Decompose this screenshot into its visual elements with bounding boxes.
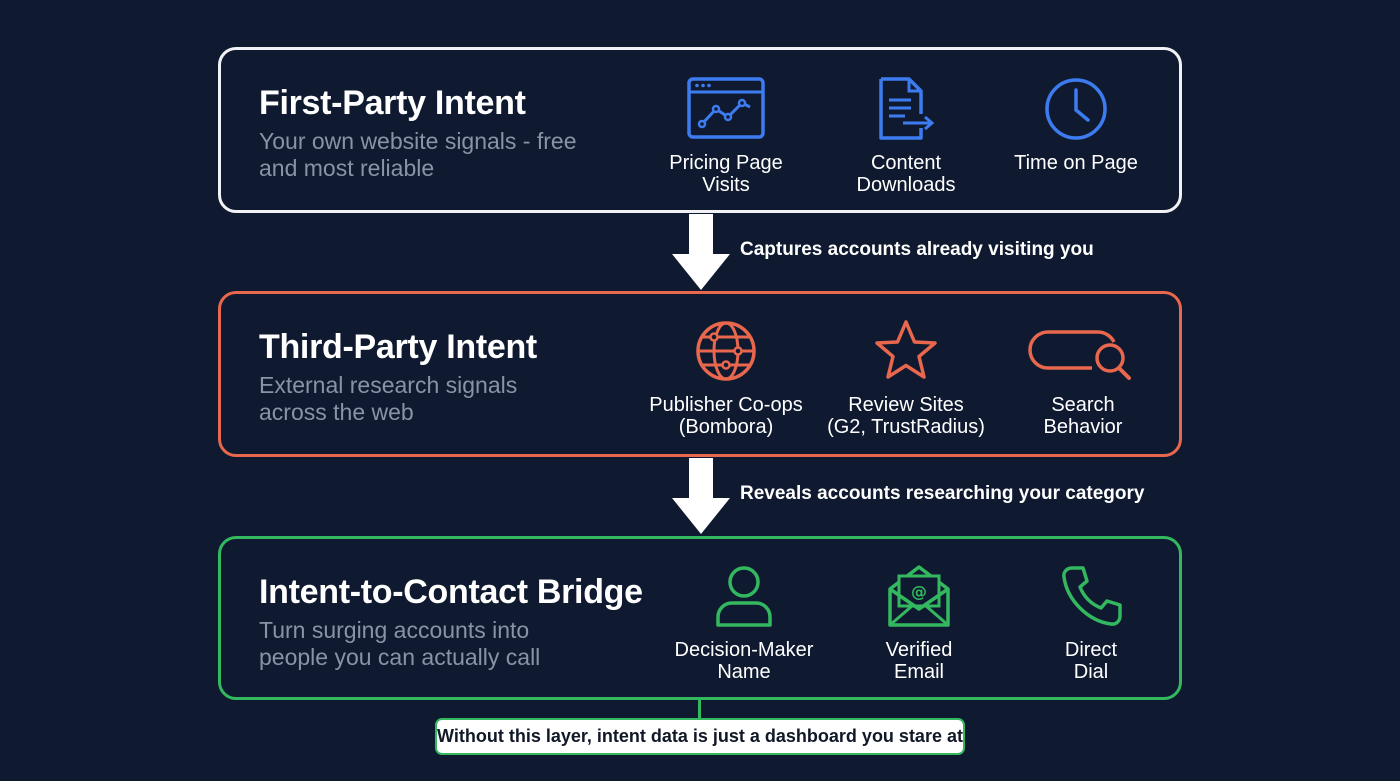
signal-item-content-downloads: Content Downloads bbox=[811, 76, 1001, 196]
signal-label-line2: Downloads bbox=[856, 174, 956, 196]
signal-item-time-on-page: Time on Page bbox=[981, 76, 1171, 174]
card-title: First-Party Intent bbox=[259, 84, 526, 122]
card-subtitle: Turn surging accounts into people you ca… bbox=[259, 617, 541, 670]
document-export-icon bbox=[811, 76, 1001, 146]
signal-label-line2: Name bbox=[717, 661, 771, 683]
clock-icon bbox=[981, 76, 1171, 146]
star-icon bbox=[811, 318, 1001, 388]
signal-item-search-behavior: Search Behavior bbox=[988, 318, 1178, 438]
signal-label-line1: Review Sites bbox=[848, 394, 964, 416]
signal-item-direct-dial: Direct Dial bbox=[996, 563, 1186, 683]
signal-label-line1: Pricing Page bbox=[669, 152, 783, 174]
connector-label: Reveals accounts researching your catego… bbox=[740, 483, 1145, 504]
signal-item-pricing-page-visits: Pricing Page Visits bbox=[631, 76, 821, 196]
down-arrow-icon bbox=[672, 458, 730, 534]
third-party-intent-card: Third-Party Intent External research sig… bbox=[218, 291, 1182, 457]
down-arrow-icon bbox=[672, 214, 730, 290]
signal-label-line2: Visits bbox=[702, 174, 750, 196]
first-party-intent-card: First-Party Intent Your own website sign… bbox=[218, 47, 1182, 213]
search-bar-icon bbox=[988, 318, 1178, 388]
signal-item-decision-maker-name: Decision-Maker Name bbox=[649, 563, 839, 683]
footer-note: Without this layer, intent data is just … bbox=[435, 718, 965, 755]
card-subtitle: External research signals across the web bbox=[259, 372, 518, 425]
signal-label-line1: Publisher Co-ops bbox=[649, 394, 803, 416]
signal-label-line2: (Bombora) bbox=[678, 416, 774, 438]
svg-text:@: @ bbox=[911, 582, 927, 601]
globe-network-icon bbox=[631, 318, 821, 388]
card-title: Third-Party Intent bbox=[259, 328, 537, 366]
intent-to-contact-bridge-card: Intent-to-Contact Bridge Turn surging ac… bbox=[218, 536, 1182, 700]
card-title: Intent-to-Contact Bridge bbox=[259, 573, 643, 611]
signal-label-line2: Behavior bbox=[1043, 416, 1123, 438]
person-icon bbox=[649, 563, 839, 633]
email-envelope-icon: @ bbox=[824, 563, 1014, 633]
footer-connector-line bbox=[698, 700, 701, 718]
signal-label-line1: Search bbox=[1051, 394, 1115, 416]
browser-line-chart-icon bbox=[631, 76, 821, 146]
signal-label-line1: Verified bbox=[885, 639, 953, 661]
signal-label-line2: (G2, TrustRadius) bbox=[827, 416, 985, 438]
signal-label-line1: Decision-Maker bbox=[674, 639, 814, 661]
signal-label-line1: Content bbox=[870, 152, 942, 174]
signal-label-line1: Direct bbox=[1064, 639, 1118, 661]
connector-label: Captures accounts already visiting you bbox=[740, 239, 1094, 260]
signal-label-line2: Dial bbox=[1073, 661, 1109, 683]
card-subtitle: Your own website signals - free and most… bbox=[259, 128, 577, 181]
signal-item-review-sites: Review Sites (G2, TrustRadius) bbox=[811, 318, 1001, 438]
signal-label-line2: Email bbox=[893, 661, 944, 683]
phone-icon bbox=[996, 563, 1186, 633]
signal-item-publisher-co-ops: Publisher Co-ops (Bombora) bbox=[631, 318, 821, 438]
signal-item-verified-email: @ Verified Email bbox=[824, 563, 1014, 683]
signal-label-line1: Time on Page bbox=[1014, 152, 1138, 174]
